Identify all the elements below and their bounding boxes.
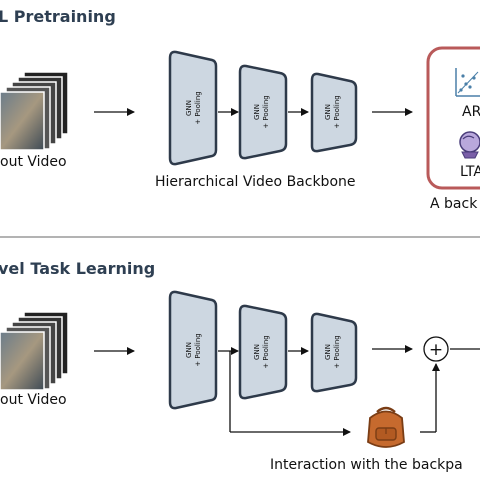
top-video-stack-icon [0,71,69,151]
top-block-1-line1: GNN [185,100,193,116]
scatter-plot-icon [455,68,480,97]
top-task-panel [426,46,480,190]
top-backbone-caption: Hierarchical Video Backbone [155,174,356,190]
bottom-input-caption: out Video [0,392,67,408]
bottom-section-title: vel Task Learning [0,259,155,278]
top-block-3-line2: + Pooling [333,95,341,128]
bottom-block-1-line2: + Pooling [194,333,202,366]
top-block-1-line2: + Pooling [194,91,202,124]
bottom-block-2-line1: GNN [253,344,261,360]
bottom-video-stack-icon [0,311,69,391]
add-operation-node: + [423,336,449,362]
crystal-ball-icon [459,131,480,159]
bottom-backbone-block-3: GNN + Pooling [310,312,358,393]
top-section-title: L Pretraining [0,7,116,26]
backpack-icon [367,406,405,448]
bottom-block-3-line1: GNN [324,344,332,360]
top-block-2-line1: GNN [253,104,261,120]
top-input-caption: out Video [0,154,67,170]
top-backbone-block-3: GNN + Pooling [310,72,358,153]
bottom-block-2-line2: + Pooling [262,335,270,368]
top-block-2-line2: + Pooling [262,95,270,128]
top-backbone-block-2: GNN + Pooling [238,64,288,160]
bottom-block-1-line1: GNN [185,342,193,358]
top-block-3-line1: GNN [324,104,332,120]
bottom-backbone-block-2: GNN + Pooling [238,304,288,400]
top-tasks-caption: A back [430,196,478,212]
bottom-block-3-line2: + Pooling [333,335,341,368]
plus-symbol: + [429,340,443,360]
interaction-caption: Interaction with the backpa [270,457,463,473]
task-ar-label: AR [462,104,480,120]
task-lta-label: LTA [460,164,480,180]
bottom-backbone-block-1: GNN + Pooling [168,290,218,410]
top-backbone-block-1: GNN + Pooling [168,50,218,166]
